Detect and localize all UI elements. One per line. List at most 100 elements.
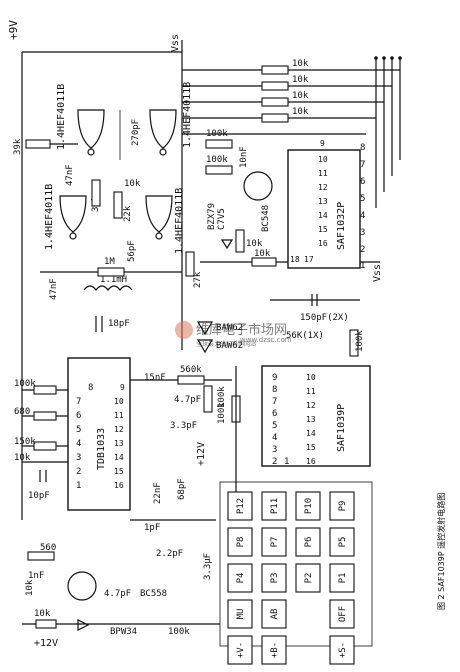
label-baw62-2: BAW62 xyxy=(216,341,243,351)
nand-gate-c: 1.4HEF4011B xyxy=(44,184,87,250)
rail-9v-label: +9V xyxy=(7,20,20,40)
keypad-key-p4[interactable] xyxy=(227,563,253,593)
gate-a-label: 1.4HEF4011B xyxy=(56,84,67,150)
svg-text:16: 16 xyxy=(318,239,328,248)
label-10k-4: 10k xyxy=(292,107,309,117)
label-100k-c: 100k xyxy=(355,330,365,352)
svg-text:6: 6 xyxy=(272,409,277,419)
label-56k: 56K(1X) xyxy=(286,331,324,341)
svg-text:4: 4 xyxy=(360,211,365,221)
label-47nf-b: 47nF xyxy=(49,278,59,300)
svg-text:12: 12 xyxy=(318,183,328,192)
svg-text:10: 10 xyxy=(114,397,124,406)
svg-text:5: 5 xyxy=(360,194,365,204)
label-10k-z: 10k xyxy=(246,239,263,249)
keypad-key-label: AB xyxy=(270,609,280,620)
ic-saf1039p xyxy=(261,365,371,467)
saf1032p-label: SAF1032P xyxy=(336,202,347,250)
keypad-key-p2[interactable] xyxy=(295,563,321,593)
keypad-key-p5[interactable] xyxy=(329,527,355,557)
label-1m: 1M xyxy=(104,257,115,267)
keypad-key-p11[interactable] xyxy=(261,491,287,521)
label-1-1mh: 1.1mH xyxy=(100,275,127,285)
keypad-key-p6[interactable] xyxy=(295,527,321,557)
watermark-logo-icon xyxy=(175,321,193,339)
keypad-key-p9[interactable] xyxy=(329,491,355,521)
label-560k: 560k xyxy=(180,365,202,375)
label-10k-b: 10k xyxy=(25,579,35,596)
keypad-key--b-[interactable] xyxy=(261,635,287,665)
keypad-key-label: +S- xyxy=(338,642,348,658)
svg-text:14: 14 xyxy=(306,429,316,438)
label-10k-1: 10k xyxy=(292,59,309,69)
label-100k-a: 100k xyxy=(206,129,228,139)
svg-text:5: 5 xyxy=(272,421,277,431)
svg-text:11: 11 xyxy=(114,411,124,420)
resistor-10k-2 xyxy=(261,81,289,91)
svg-text:13: 13 xyxy=(318,197,328,206)
keypad-key--s-[interactable] xyxy=(329,635,355,665)
saf1032-pins-bottom: 9 10 11 12 13 14 15 16 17 18 xyxy=(290,139,328,264)
keypad-key-p1[interactable] xyxy=(329,563,355,593)
label-10k-c: 10k xyxy=(34,609,51,619)
photodiode-bpw34 xyxy=(77,619,90,631)
keypad-key-label: P6 xyxy=(304,537,314,548)
watermark-brand: 维库电子市场网 xyxy=(196,322,287,338)
label-22k: 22k xyxy=(123,205,133,222)
svg-text:16: 16 xyxy=(114,481,124,490)
transistor-bc558 xyxy=(67,571,97,601)
keypad-key-ab[interactable] xyxy=(261,599,287,629)
label-39k-a: 39k xyxy=(13,138,23,155)
svg-text:2: 2 xyxy=(360,245,365,255)
rail-12v-bottom-label: +12V xyxy=(34,638,58,649)
label-baw62-1: BAW62 xyxy=(216,323,243,333)
svg-text:9: 9 xyxy=(272,373,277,383)
keypad-key-label: P5 xyxy=(338,537,348,548)
watermark-sub: 全球最大的IC采购网站 xyxy=(196,340,256,348)
resistor-10k-1 xyxy=(261,65,289,75)
keypad-key-label: OFF xyxy=(338,606,348,622)
keypad-key--v-[interactable] xyxy=(227,635,253,665)
keypad-key-p10[interactable] xyxy=(295,491,321,521)
diode-baw62-2 xyxy=(196,339,214,354)
keypad-key-off[interactable] xyxy=(329,599,355,629)
nand-gate-d: 1.4HEF4011B xyxy=(145,188,185,254)
label-10k-out: 10k xyxy=(254,249,271,259)
keypad-key-p7[interactable] xyxy=(261,527,287,557)
label-56pf: 56pF xyxy=(127,240,137,262)
svg-text:11: 11 xyxy=(306,387,316,396)
tdb1033-label: TDB1033 xyxy=(96,428,107,470)
keypad-key-label: P2 xyxy=(304,573,314,584)
ic-tdb1033 xyxy=(67,357,131,511)
saf1039-pins-bottom: 10 11 12 13 14 15 16 xyxy=(306,373,316,466)
figure-caption: 图 2 SAF1039P 遥控发射电路图 xyxy=(436,493,446,610)
label-270pf: 270pF xyxy=(131,119,141,146)
label-15nf: 15nF xyxy=(144,373,166,383)
saf1039p-label: SAF1039P xyxy=(336,404,347,452)
svg-text:10: 10 xyxy=(306,373,316,382)
keypad-key-label: +B- xyxy=(270,642,280,658)
rail-12v-mid-label: +12V xyxy=(196,442,207,466)
svg-text:8: 8 xyxy=(360,143,365,153)
svg-text:6: 6 xyxy=(76,411,81,421)
keypad-key-label: P7 xyxy=(270,537,280,548)
keypad-key-p8[interactable] xyxy=(227,527,253,557)
watermark-url: www.dzsc.com xyxy=(240,336,292,344)
nand-gate-a: 1.4HEF4011B xyxy=(56,84,105,156)
keypad-key-label: MU xyxy=(236,609,246,620)
keypad-key-p3[interactable] xyxy=(261,563,287,593)
svg-text:1: 1 xyxy=(360,261,365,271)
svg-text:4: 4 xyxy=(76,439,81,449)
keypad-key-p12[interactable] xyxy=(227,491,253,521)
svg-text:3: 3 xyxy=(76,453,81,463)
inductor-1-1mh xyxy=(83,285,133,291)
keypad-key-label: P4 xyxy=(236,573,246,584)
label-100k-bottom: 100k xyxy=(168,627,190,637)
svg-text:3: 3 xyxy=(360,228,365,238)
keypad: P12P8P4MU+V-P11P7P3AB+B-P10P6P2P9P5P1OFF… xyxy=(227,491,355,665)
label-22nf: 22nF xyxy=(153,482,163,504)
label-10k-left: 10k xyxy=(14,453,31,463)
rail-vss-right-label: Vss xyxy=(372,264,383,282)
keypad-key-mu[interactable] xyxy=(227,599,253,629)
